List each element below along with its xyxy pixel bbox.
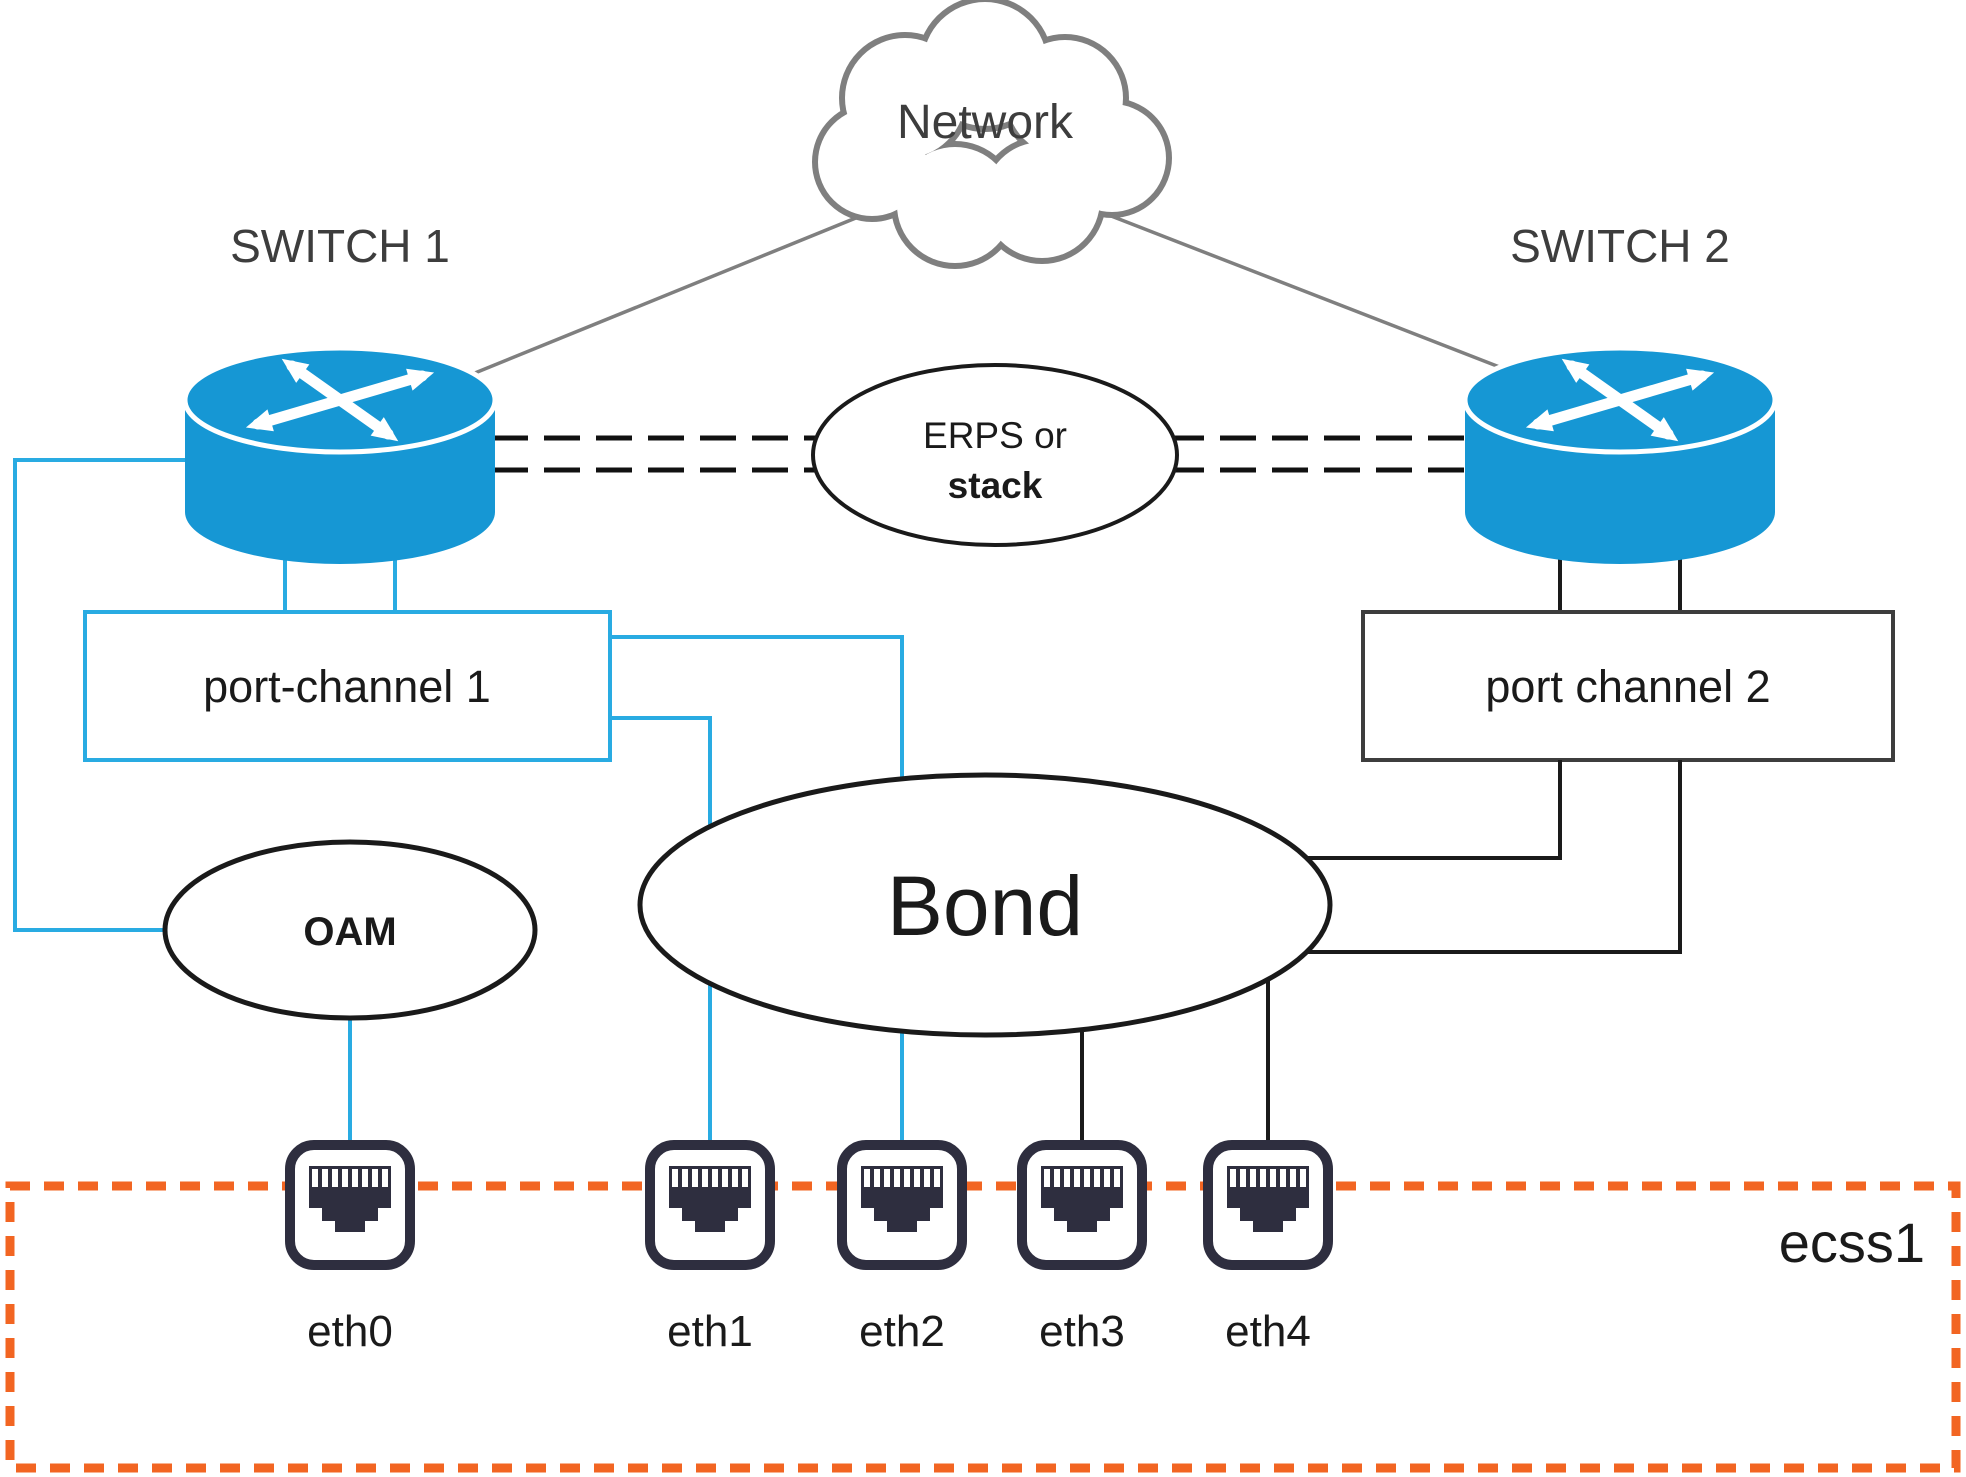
network-cloud: Network — [812, 0, 1172, 269]
eth1-label: eth1 — [667, 1307, 753, 1356]
switch1-icon — [185, 348, 495, 564]
eth3-icon — [1022, 1145, 1142, 1265]
eth2-label: eth2 — [859, 1307, 945, 1356]
eth1-port: eth1 — [650, 1145, 770, 1356]
port-channel-1-label: port-channel 1 — [203, 661, 491, 712]
link-cloud-switch2 — [1069, 198, 1521, 377]
eth0-icon — [290, 1145, 410, 1265]
eth4-icon — [1208, 1145, 1328, 1265]
link-portchannel2-bond-lower — [1285, 760, 1682, 954]
oam-label: OAM — [303, 910, 396, 954]
link-switch1-oam — [13, 458, 187, 932]
port-channel-1-node: port-channel 1 — [83, 610, 612, 762]
switch2-icon — [1465, 348, 1775, 564]
bond-label: Bond — [887, 859, 1083, 953]
oam-node: OAM — [162, 839, 538, 1021]
eth3-port: eth3 — [1022, 1145, 1142, 1356]
eth2-port: eth2 — [842, 1145, 962, 1356]
link-cloud-switch1 — [469, 198, 901, 377]
erps-node: ERPS or stack — [811, 363, 1179, 547]
eth3-label: eth3 — [1039, 1307, 1125, 1356]
switch1-node: SWITCH 1 — [185, 220, 495, 564]
erps-label-line1: ERPS or — [923, 415, 1067, 456]
ecss1-label: ecss1 — [1779, 1211, 1925, 1274]
link-portchannel2-bond-upper — [1285, 760, 1562, 860]
switch1-label: SWITCH 1 — [230, 220, 450, 272]
network-cloud-label: Network — [897, 96, 1074, 149]
eth1-icon — [650, 1145, 770, 1265]
eth4-label: eth4 — [1225, 1307, 1311, 1356]
eth4-port: eth4 — [1208, 1145, 1328, 1356]
switch2-label: SWITCH 2 — [1510, 220, 1730, 272]
eth0-port: eth0 — [290, 1145, 410, 1356]
ecss1-boundary — [5, 1181, 1961, 1473]
port-channel-2-label: port channel 2 — [1485, 661, 1770, 712]
link-portchannel1-eth1 — [610, 716, 712, 1140]
port-channel-2-node: port channel 2 — [1361, 610, 1895, 762]
eth0-label: eth0 — [307, 1307, 393, 1356]
switch2-node: SWITCH 2 — [1465, 220, 1775, 564]
eth2-icon — [842, 1145, 962, 1265]
erps-label-line2: stack — [948, 465, 1043, 506]
bond-node: Bond — [637, 772, 1333, 1038]
